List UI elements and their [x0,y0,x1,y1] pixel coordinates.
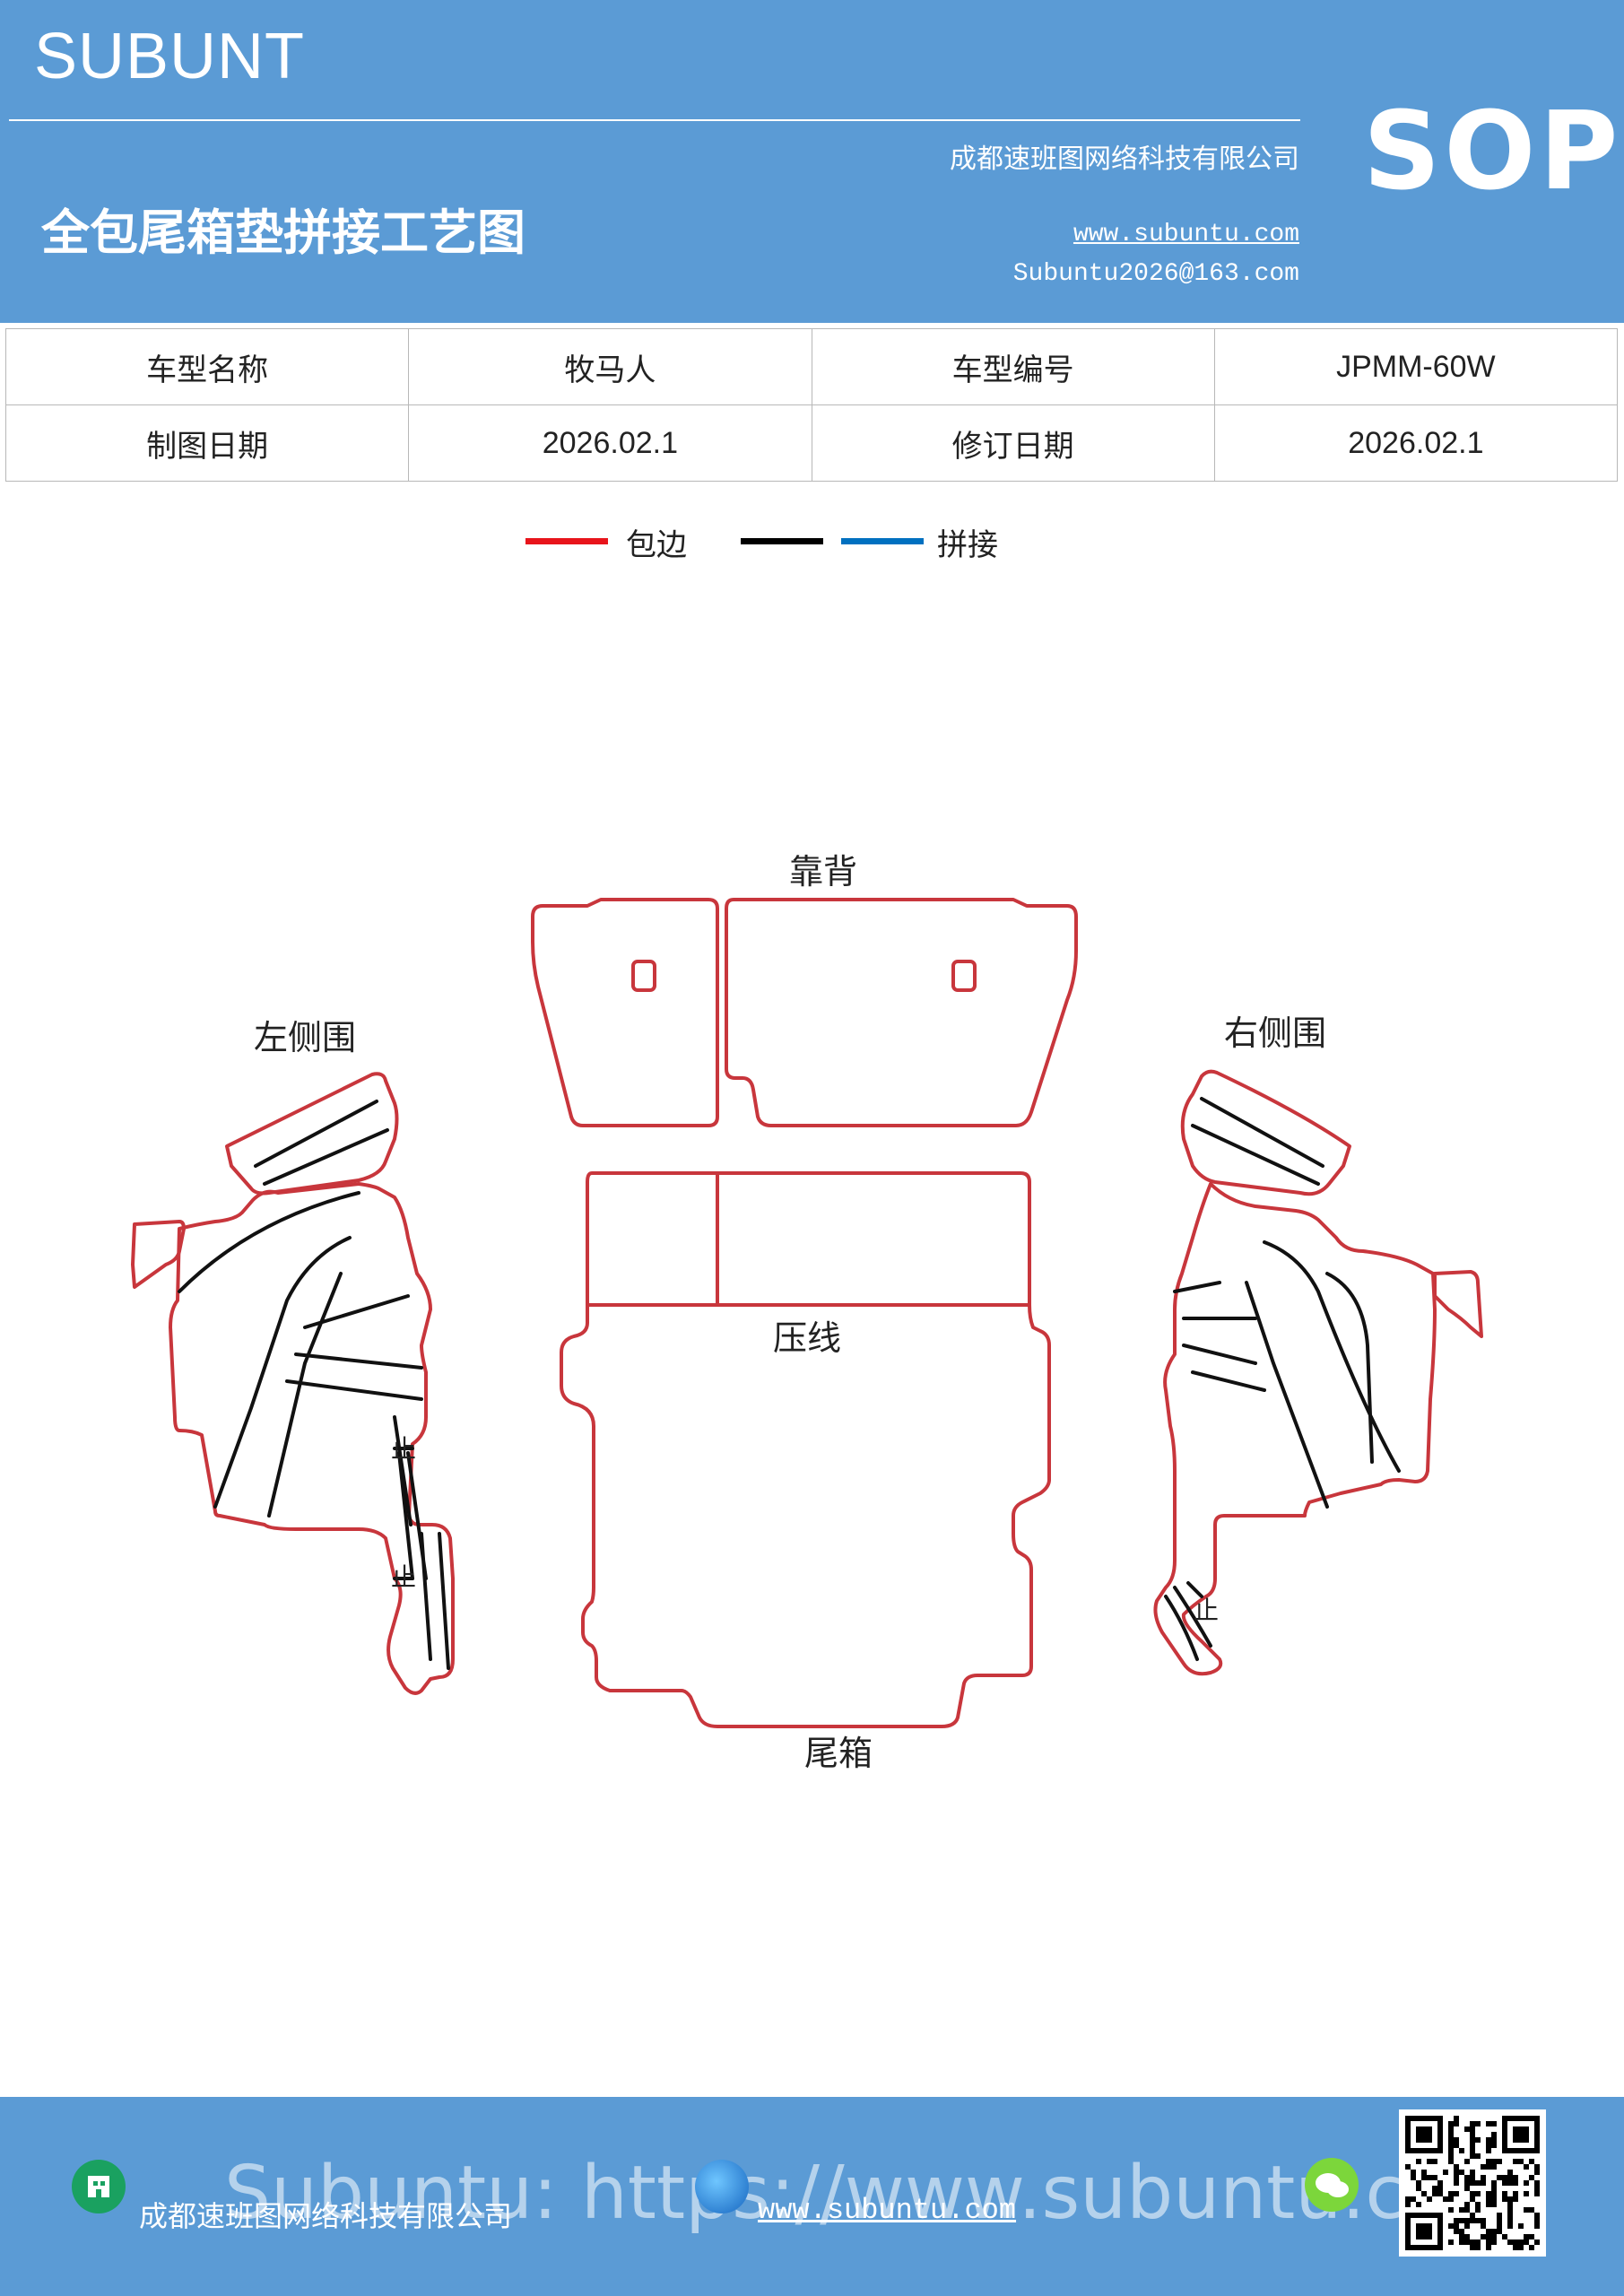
footer-website-link[interactable]: www.subuntu.com [758,2194,1017,2227]
qr-code [1399,2109,1546,2257]
label-stop-3: 止 [1194,1596,1219,1625]
label-right-side: 右侧围 [1224,1013,1326,1053]
label-left-side: 左侧围 [254,1018,356,1057]
label-stop-1: 止 [391,1434,416,1464]
table-row: 制图日期 2026.02.1 修订日期 2026.02.1 [4,404,1619,482]
document-title: 全包尾箱垫拼接工艺图 [41,204,525,261]
value-model-code: JPMM-60W [1213,328,1619,405]
label-model-name: 车型名称 [4,328,410,405]
legend-swatch-black [741,538,823,544]
backrest-left-panel [531,898,719,1127]
wechat-icon [1305,2158,1359,2212]
legend-label-edge: 包边 [626,527,687,563]
label-draw-date: 制图日期 [4,404,410,482]
sop-badge: SOP [1363,90,1622,214]
vehicle-info-table: 车型名称 牧马人 车型编号 JPMM-60W 制图日期 2026.02.1 修订… [4,328,1619,482]
footer-company: 成都速班图网络科技有限公司 [139,2199,513,2233]
brand-name: SUBUNT [34,21,306,92]
legend: 包边 拼接 [0,520,1624,574]
value-model-name: 牧马人 [408,328,812,405]
email-address: Subuntu2026@163.com [1012,260,1299,288]
company-name: 成都速班图网络科技有限公司 [950,144,1299,175]
legend-swatch-blue [841,538,924,544]
backrest-right-panel [725,898,1078,1127]
legend-swatch-red [525,538,608,544]
header-banner: SUBUNT SOP 成都速班图网络科技有限公司 全包尾箱垫拼接工艺图 www.… [0,0,1624,323]
label-revision-date: 修订日期 [811,404,1215,482]
label-press-line: 压线 [773,1318,841,1358]
value-revision-date: 2026.02.1 [1213,404,1619,482]
label-model-code: 车型编号 [811,328,1215,405]
legend-label-splice: 拼接 [937,527,998,563]
trunk-floor-panel [560,1303,1051,1728]
header-divider [9,119,1300,121]
footer-banner: Subuntu: https://www.subuntu.com 成都速班图网络… [0,2097,1624,2296]
trunk-top-pieces [586,1171,1031,1307]
globe-icon [695,2160,749,2213]
value-draw-date: 2026.02.1 [408,404,812,482]
label-stop-2: 止 [391,1562,416,1592]
building-icon [72,2160,126,2213]
website-link[interactable]: www.subuntu.com [1073,221,1299,248]
label-backrest: 靠背 [789,852,857,891]
left-side-trim [131,1072,455,1695]
table-row: 车型名称 牧马人 车型编号 JPMM-60W [4,328,1619,405]
label-trunk: 尾箱 [804,1734,873,1773]
right-side-trim [1153,1069,1483,1676]
